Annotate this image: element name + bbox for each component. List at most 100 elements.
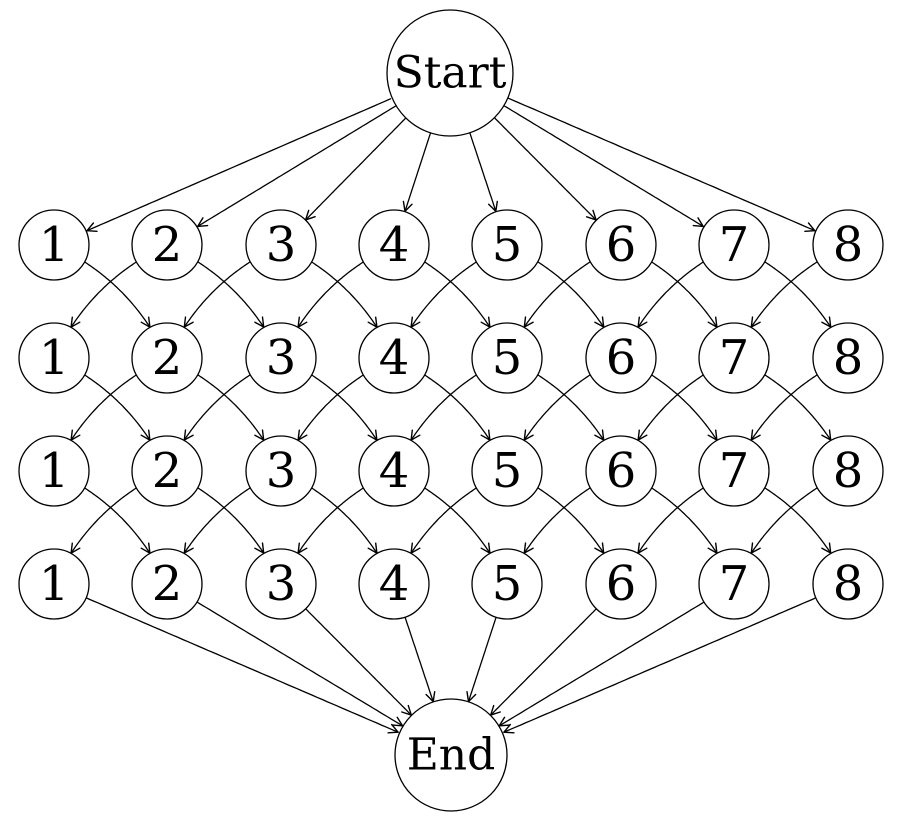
edge [537, 487, 605, 554]
edge-arrowhead [70, 316, 81, 328]
edge [197, 487, 265, 554]
edge [84, 487, 151, 554]
edge [86, 597, 399, 733]
edge [750, 487, 818, 554]
edge [410, 487, 477, 554]
grid-node-label-r3-c2: 2 [152, 443, 183, 499]
edge-arrowhead [488, 200, 498, 212]
edge [523, 374, 591, 441]
grid-node-circle-r4-c5 [471, 548, 543, 620]
edge-arrowhead [523, 316, 534, 328]
edge [297, 261, 364, 328]
grid-node-label-r1-c6: 6 [606, 217, 637, 273]
edge [197, 601, 404, 727]
edge [637, 487, 704, 554]
grid-node-circle-r3-c4 [358, 435, 430, 507]
edge [197, 105, 397, 228]
edge-arrowhead [707, 429, 718, 441]
edge [637, 374, 704, 441]
grid-node-circle-r1-c7 [698, 209, 770, 281]
grid-node-circle-r2-c6 [585, 322, 657, 394]
grid-node-circle-r2-c1 [18, 322, 90, 394]
edge [494, 117, 597, 221]
edge [183, 261, 251, 328]
grid-node-label-r4-c2: 2 [152, 556, 183, 612]
edge-arrowhead [197, 217, 209, 228]
edges-layer [70, 97, 832, 733]
grid-node-label-r4-c5: 5 [492, 556, 523, 612]
edge-arrowhead [466, 691, 477, 703]
edge-arrowhead [523, 542, 534, 554]
edge [503, 105, 704, 228]
edge [410, 261, 477, 328]
edge [750, 261, 818, 328]
grid-node-label-r2-c6: 6 [606, 330, 637, 386]
edge-arrowhead [254, 316, 265, 328]
edge [523, 487, 591, 554]
edge-arrowhead [410, 316, 421, 328]
edge [84, 374, 151, 441]
grid-node-circle-r2-c8 [812, 322, 884, 394]
edge-arrowhead [140, 542, 151, 554]
edge [503, 597, 816, 733]
edge [750, 374, 818, 441]
edge-arrowhead [140, 429, 151, 441]
grid-node-circle-r1-c8 [812, 209, 884, 281]
edge [467, 616, 497, 703]
edge-arrowhead [692, 217, 704, 228]
edge [523, 261, 591, 328]
edge [297, 374, 364, 441]
edge-arrowhead [821, 316, 832, 328]
grid-node-label-r4-c4: 4 [379, 556, 410, 612]
edge-arrowhead [410, 429, 421, 441]
edge-arrowhead [750, 429, 761, 441]
grid-node-circle-r4-c3 [245, 548, 317, 620]
grid-node-label-r4-c8: 8 [833, 556, 864, 612]
edge [764, 374, 832, 441]
edge-arrowhead [401, 704, 412, 716]
edge [469, 132, 497, 212]
edge-arrowhead [585, 209, 597, 221]
grid-node-label-r3-c7: 7 [719, 443, 750, 499]
grid-node-circle-r3-c6 [585, 435, 657, 507]
grid-node-label-r2-c8: 8 [833, 330, 864, 386]
edge-arrowhead [387, 723, 399, 734]
edge [311, 261, 378, 328]
edge [311, 374, 378, 441]
grid-node-label-r2-c1: 1 [39, 330, 70, 386]
grid-node-circle-r3-c8 [812, 435, 884, 507]
grid-node-circle-r2-c4 [358, 322, 430, 394]
edge [84, 261, 151, 328]
arrowheads-layer [70, 200, 832, 734]
grid-node-label-r4-c6: 6 [606, 556, 637, 612]
end-node-label: End [407, 730, 496, 781]
edge-arrowhead [254, 542, 265, 554]
edge [424, 487, 491, 554]
edge-arrowhead [707, 316, 718, 328]
grid-node-label-r2-c3: 3 [266, 330, 297, 386]
grid-node-label-r4-c7: 7 [719, 556, 750, 612]
edge [764, 487, 832, 554]
grid-node-circle-r2-c2 [131, 322, 203, 394]
edge-arrowhead [304, 209, 316, 221]
grid-node-circle-r1-c5 [471, 209, 543, 281]
grid-node-label-r2-c7: 7 [719, 330, 750, 386]
edge-arrowhead [594, 542, 605, 554]
edge-arrowhead [70, 429, 81, 441]
edge [183, 374, 251, 441]
grid-node-label-r1-c7: 7 [719, 217, 750, 273]
edge [410, 374, 477, 441]
edge [197, 374, 265, 441]
edge [86, 98, 392, 232]
edge-arrowhead [498, 716, 510, 727]
edge-arrowhead [490, 704, 501, 716]
edge-arrowhead [523, 429, 534, 441]
edge-arrowhead [480, 429, 491, 441]
edge-arrowhead [821, 429, 832, 441]
edge-arrowhead [707, 542, 718, 554]
grid-node-circle-r2-c7 [698, 322, 770, 394]
grid-node-label-r3-c8: 8 [833, 443, 864, 499]
edge [498, 601, 704, 727]
